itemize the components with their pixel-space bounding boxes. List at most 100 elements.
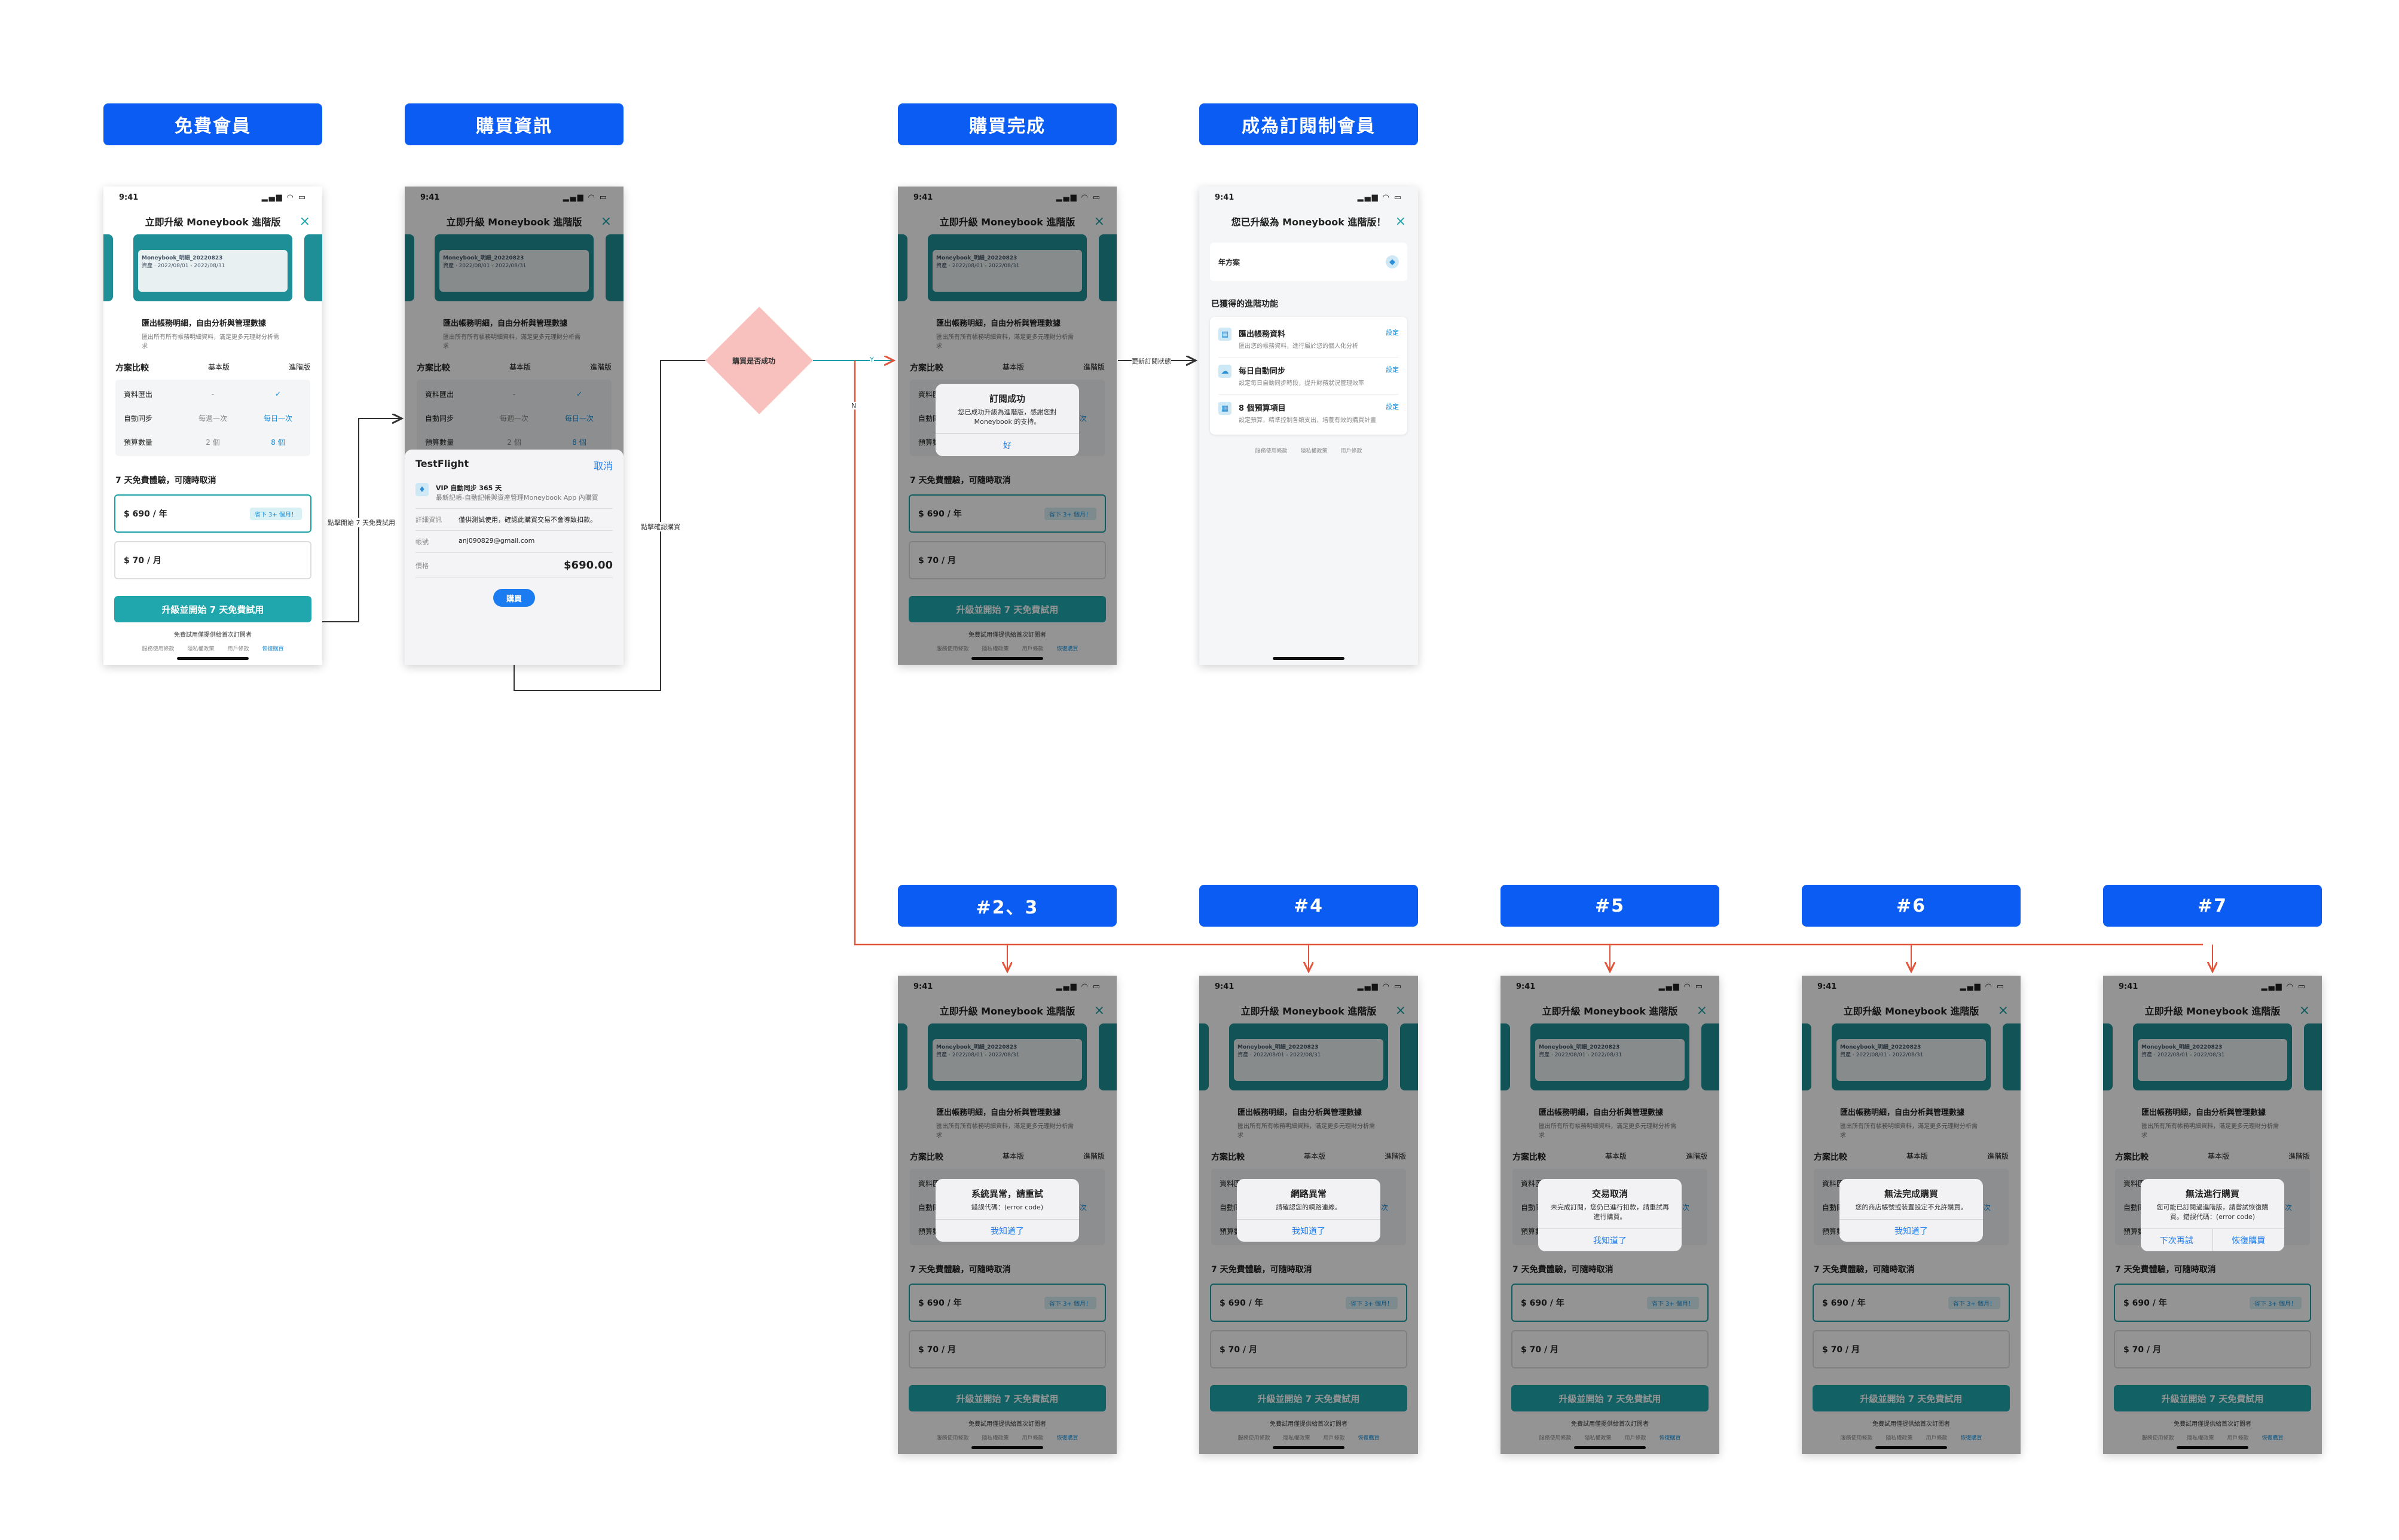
table-row: 資料匯出-✓ <box>124 382 302 406</box>
user-terms-link[interactable]: 用戶條款 <box>228 644 249 652</box>
error-alert: 系統異常，請重試錯誤代碼：(error code)我知道了 <box>936 1179 1079 1242</box>
status-bar: 9:41▂▄▆ ◠ ▭ <box>1199 187 1418 208</box>
flow-yes-label: Y <box>870 356 874 363</box>
screen-error-5: 9:41▂▄▆ ◠ ▭ 立即升級 Moneybook 進階版× Moneyboo… <box>1500 976 1719 1454</box>
alert-title: 系統異常，請重試 <box>936 1187 1079 1200</box>
detail-label: 詳細資訊 <box>415 515 451 524</box>
screen-paywall-free: 9:41 ▂▄▆ ◠ ▭ 立即升級 Moneybook 進階版 × Moneyboo… <box>103 187 322 665</box>
alert-message: 錯誤代碼：(error code) <box>936 1200 1079 1219</box>
feature-list: ▤匯出帳務資料匯出您的帳務資料，進行屬於您的個人化分析設定 ☁每日自動同步設定每… <box>1210 317 1407 435</box>
account-value: anj090829@gmail.com <box>459 537 534 546</box>
flow-label-start-trial: 點擊開始 7 天免費試用 <box>328 518 395 527</box>
price-label: 價格 <box>415 561 451 570</box>
account-label: 帳號 <box>415 537 451 546</box>
list-item[interactable]: ▤匯出帳務資料匯出您的帳務資料，進行屬於您的個人化分析設定 <box>1218 320 1399 358</box>
alert-dismiss-button[interactable]: 我知道了 <box>1839 1219 1983 1242</box>
export-icon: ▤ <box>1218 328 1231 341</box>
card-subtitle: 資產 · 2022/08/01 - 2022/08/31 <box>142 263 225 269</box>
alert-message: 您可能已訂閱過進階版，請嘗試恢復購買。錯誤代碼：(error code) <box>2141 1200 2284 1229</box>
decision-label: 購買是否成功 <box>732 356 775 366</box>
comparison-title: 方案比較 <box>115 362 149 374</box>
start-trial-button[interactable]: 升級並開始 7 天免費試用 <box>114 596 311 622</box>
footer-links: 服務使用條款隱私權政策用戶條款 <box>1199 447 1418 454</box>
budget-icon: ▦ <box>1218 402 1231 415</box>
member-title-bar: 您已升級為 Moneybook 進階版！ × <box>1199 208 1418 234</box>
status-time: 9:41 <box>119 193 138 202</box>
alert-title: 網路異常 <box>1237 1187 1380 1200</box>
alert-title: 交易取消 <box>1538 1187 1682 1200</box>
error-alert: 交易取消未完成訂閱，您仍已進行扣款，請重試再進行購買。我知道了 <box>1538 1179 1682 1251</box>
paywall-title: 立即升級 Moneybook 進階版 <box>145 214 281 228</box>
card-title: Moneybook_明細_20220823 <box>142 255 222 261</box>
alert-message: 您的商店帳號或裝置設定不允許購買。 <box>1839 1200 1983 1219</box>
plan-yearly-option[interactable]: $ 690 / 年省下 3+ 個月！ <box>114 494 311 533</box>
app-name: VIP 自動同步 365 天 <box>436 484 502 492</box>
screen-subscription-member: 9:41▂▄▆ ◠ ▭ 您已升級為 Moneybook 進階版！ × 年方案◆ 已… <box>1199 187 1418 665</box>
col-pro: 進階版 <box>289 362 310 374</box>
alert-restore-button[interactable]: 恢復購買 <box>2212 1229 2285 1251</box>
screen-purchase-sheet: 9:41▂▄▆ ◠ ▭ 立即升級 Moneybook 進階版× Moneyboo… <box>405 187 624 665</box>
app-description: 最新記帳-自動記帳與資產管理Moneybook App 內購買 <box>436 494 598 502</box>
member-title: 您已升級為 Moneybook 進階版！ <box>1231 214 1386 228</box>
sheet-title: TestFlight <box>415 458 469 472</box>
alert-title: 訂閱成功 <box>936 392 1079 405</box>
screen-purchase-success: 9:41▂▄▆ ◠ ▭ 立即升級 Moneybook 進階版× Moneyboo… <box>898 187 1117 665</box>
feature-description: 匯出所有所有帳務明細資料，滿足更多元理財分析需求 <box>103 331 322 351</box>
features-section-title: 已獲得的進階功能 <box>1199 298 1418 310</box>
privacy-link[interactable]: 隱私權政策 <box>187 644 214 652</box>
alert-dismiss-button[interactable]: 我知道了 <box>936 1219 1079 1242</box>
carousel-card-current: Moneybook_明細_20220823 資產 · 2022/08/01 - 2… <box>133 234 292 301</box>
price-value: $690.00 <box>564 559 613 572</box>
carousel-card-next <box>304 234 322 301</box>
trial-title: 7 天免費體驗，可隨時取消 <box>103 474 322 486</box>
alert-ok-button[interactable]: 好 <box>936 433 1079 456</box>
carousel-card-prev <box>103 234 113 301</box>
home-indicator <box>177 657 249 660</box>
table-row: 自動同步每週一次每日一次 <box>124 406 302 430</box>
list-item[interactable]: ▦8 個預算項目設定預算，精準控制各類支出，培養有效的購買計畫設定 <box>1218 395 1399 431</box>
feature-carousel[interactable]: Moneybook_明細_20220823 資產 · 2022/08/01 - 2… <box>103 234 322 318</box>
screen-error-4: 9:41▂▄▆ ◠ ▭ 立即升級 Moneybook 進階版× Moneyboo… <box>1199 976 1418 1454</box>
col-basic: 基本版 <box>208 362 230 374</box>
screen-error-7: 9:41▂▄▆ ◠ ▭ 立即升級 Moneybook 進階版× Moneyboo… <box>2103 976 2322 1454</box>
terms-link[interactable]: 服務使用條款 <box>142 644 174 652</box>
flow-label-update-status: 更新訂閱狀態 <box>1132 356 1171 366</box>
sync-icon: ☁ <box>1218 365 1231 378</box>
restore-link[interactable]: 恢復購買 <box>262 644 284 652</box>
buy-button[interactable]: 購買 <box>493 589 535 607</box>
app-icon: ♦ <box>415 483 429 496</box>
alert-message: 您已成功升級為進階版，感謝您對 Moneybook 的支持。 <box>936 405 1079 433</box>
plan-monthly-option[interactable]: $ 70 / 月 <box>114 541 311 579</box>
detail-text: 僅供測試使用，確認此購買交易不會導致扣款。 <box>459 515 597 524</box>
sheet-cancel-button[interactable]: 取消 <box>594 458 613 472</box>
diamond-icon: ◆ <box>1386 255 1399 268</box>
screen-error-2-3: 9:41▂▄▆ ◠ ▭ 立即升級 Moneybook 進階版× Moneyboo… <box>898 976 1117 1454</box>
alert-dismiss-button[interactable]: 我知道了 <box>1237 1219 1380 1242</box>
flow-label-confirm-purchase: 點擊確認購買 <box>641 522 680 531</box>
alert-dismiss-button[interactable]: 我知道了 <box>1538 1229 1682 1251</box>
alert-message: 請確認您的網路連線。 <box>1237 1200 1380 1219</box>
status-bar: 9:41 ▂▄▆ ◠ ▭ <box>103 187 322 208</box>
success-alert: 訂閱成功 您已成功升級為進階版，感謝您對 Moneybook 的支持。 好 <box>936 384 1079 456</box>
alert-title: 無法完成購買 <box>1839 1187 1983 1200</box>
screen-error-6: 9:41▂▄▆ ◠ ▭ 立即升級 Moneybook 進階版× Moneyboo… <box>1802 976 2021 1454</box>
paywall-title-bar: 立即升級 Moneybook 進階版 × <box>103 208 322 234</box>
flow-no-label: N <box>851 402 856 410</box>
error-alert: 無法進行購買您可能已訂閱過進階版，請嘗試恢復購買。錯誤代碼：(error cod… <box>2141 1179 2284 1251</box>
alert-later-button[interactable]: 下次再試 <box>2141 1229 2212 1251</box>
member-plan-card: 年方案◆ <box>1210 243 1407 281</box>
close-icon[interactable]: × <box>1395 214 1406 229</box>
list-item[interactable]: ☁每日自動同步設定每日自動同步時段，提升財務狀況管理效率設定 <box>1218 358 1399 395</box>
footer-links: 服務使用條款 隱私權政策 用戶條款 恢復購買 <box>103 644 322 652</box>
status-icons: ▂▄▆ ◠ ▭ <box>262 193 307 202</box>
error-alert: 無法完成購買您的商店帳號或裝置設定不允許購買。我知道了 <box>1839 1179 1983 1242</box>
savings-badge: 省下 3+ 個月！ <box>250 508 302 520</box>
error-alert: 網路異常請確認您的網路連線。我知道了 <box>1237 1179 1380 1242</box>
table-row: 預算數量2 個8 個 <box>124 430 302 454</box>
testflight-sheet: TestFlight 取消 ♦ VIP 自動同步 365 天最新記帳-自動記帳與資產… <box>405 450 624 665</box>
close-icon[interactable]: × <box>300 214 310 229</box>
alert-message: 未完成訂閱，您仍已進行扣款，請重試再進行購買。 <box>1538 1200 1682 1229</box>
alert-title: 無法進行購買 <box>2141 1187 2284 1200</box>
trial-note: 免費試用僅提供給首次訂閱者 <box>103 630 322 638</box>
plan-comparison: 方案比較 基本版 進階版 資料匯出-✓ 自動同步每週一次每日一次 預算數量2 個8 … <box>103 362 322 456</box>
